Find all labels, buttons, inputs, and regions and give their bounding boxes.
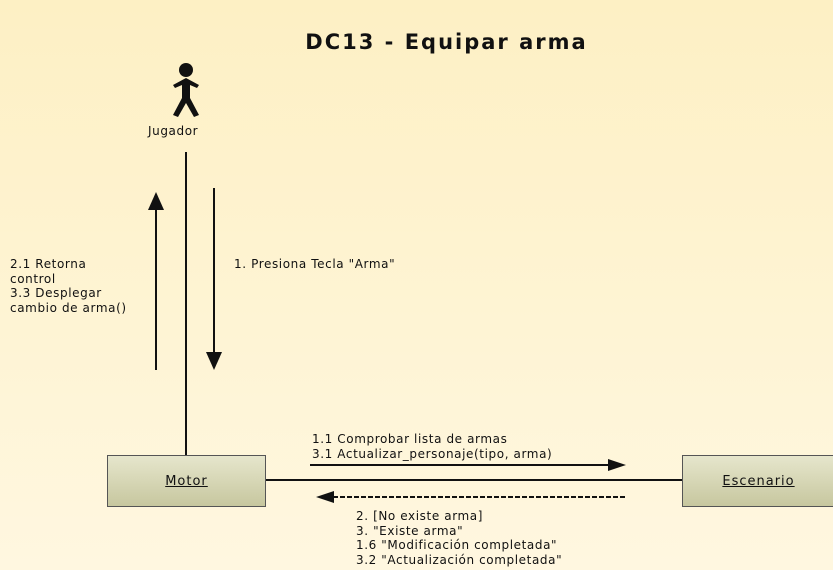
return-message: 2.1 Retorna control 3.3 Desplegar cambio… xyxy=(10,257,127,315)
return-message-line: cambio de arma() xyxy=(10,300,127,315)
press-key-arrow xyxy=(206,188,222,370)
reply-message-line: 3.2 "Actualización completada" xyxy=(356,552,563,567)
diagram-title-text: DC13 - Equipar arma xyxy=(305,30,588,54)
actor-icon xyxy=(173,63,199,117)
call-message-line: 3.1 Actualizar_personaje(tipo, arma) xyxy=(312,446,553,461)
escenario-object[interactable]: Escenario xyxy=(682,455,833,507)
reply-message: 2. [No existe arma] 3. "Existe arma" 1.6… xyxy=(356,509,562,567)
actor-label: Jugador xyxy=(148,124,199,138)
reply-message-line: 3. "Existe arma" xyxy=(356,523,464,538)
call-message: 1.1 Comprobar lista de armas 3.1 Actuali… xyxy=(312,432,552,461)
return-message-line: 3.3 Desplegar xyxy=(10,286,102,300)
motor-object-label: Motor xyxy=(165,473,208,489)
press-key-message: 1. Presiona Tecla "Arma" xyxy=(234,257,396,271)
return-arrow xyxy=(148,192,164,370)
reply-message-line: 1.6 "Modificación completada" xyxy=(356,538,558,552)
reply-message-line: 2. [No existe arma] xyxy=(356,509,484,523)
diagram-title: DC13 - Equipar arma xyxy=(0,30,833,54)
return-message-line: control xyxy=(10,271,56,286)
return-message-line: 2.1 Retorna xyxy=(10,257,87,271)
escenario-object-label: Escenario xyxy=(722,473,795,489)
call-arrow xyxy=(310,459,626,471)
motor-object[interactable]: Motor xyxy=(107,455,266,507)
call-message-line: 1.1 Comprobar lista de armas xyxy=(312,432,508,446)
reply-arrow xyxy=(316,491,625,503)
